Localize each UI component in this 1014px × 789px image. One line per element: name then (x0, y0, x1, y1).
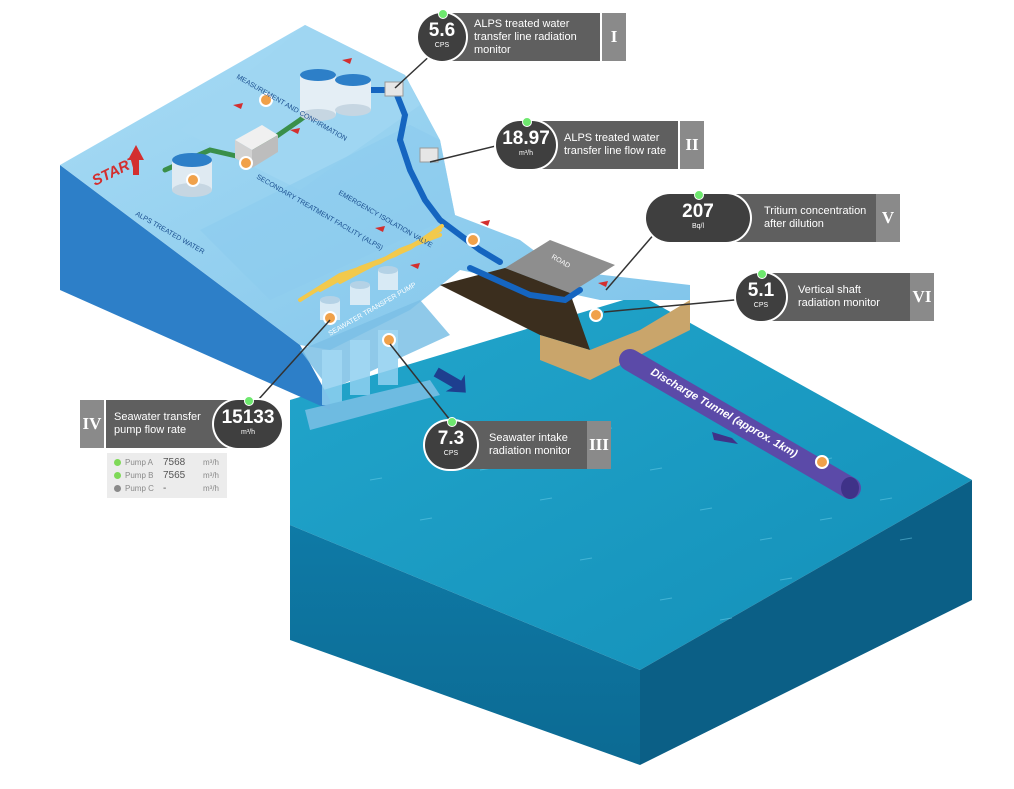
pump-status-dot (114, 458, 121, 466)
monitor-unit: Bq/l (691, 223, 705, 230)
intake-arrow (433, 367, 466, 393)
pump-unit: m³/h (203, 470, 219, 480)
monitor-value-badge: 15133 m³/h (214, 396, 282, 448)
land-mid-terrace (200, 125, 455, 300)
pump-status-dot (114, 484, 121, 492)
road-bank-sand (540, 300, 690, 380)
sensor-marker (382, 333, 396, 347)
sensor-marker (815, 455, 829, 469)
callout-id: IV (80, 400, 104, 448)
pump-unit: m³/h (203, 457, 219, 467)
callout-id: VI (910, 273, 934, 321)
status-dot (522, 117, 532, 127)
monitor-value-badge: 5.6 CPS (418, 9, 466, 61)
monitor-value-badge: 207 Bq/l (646, 190, 750, 242)
flow-arrows (233, 58, 608, 287)
status-dot (757, 269, 767, 279)
measurement-tanks (300, 69, 371, 121)
sea-ripples (369, 427, 913, 621)
monitor-value: 5.6 (428, 20, 456, 41)
callout-id: II (680, 121, 704, 169)
monitor-value: 18.97 (502, 128, 550, 149)
start-arrow (128, 145, 144, 175)
road-surface (505, 240, 615, 293)
monitor-unit: CPS (434, 42, 450, 49)
sensor-marker (259, 93, 273, 107)
pump-value: - (163, 482, 167, 494)
monitor-value: 15133 (221, 407, 275, 428)
status-dot (447, 417, 457, 427)
sensor-marker (239, 156, 253, 170)
pump-value: 7565 (163, 469, 186, 481)
pump-name: Pump B (125, 470, 154, 480)
monitor-value: 207 (682, 201, 714, 222)
pump-row: Pump B 7565 m³/h (107, 469, 227, 481)
sensor-markers (186, 93, 829, 469)
monitor-value: 5.1 (747, 280, 775, 301)
monitor-value-badge: 18.97 m³/h (496, 117, 556, 169)
monitor-value-badge: 7.3 CPS (425, 417, 477, 469)
pump-row: Pump A 7568 m³/h (107, 456, 227, 468)
monitor-unit: CPS (443, 450, 459, 457)
status-dot (438, 9, 448, 19)
callout-id: V (876, 194, 900, 242)
callout-id: III (587, 421, 611, 469)
pump-value: 7568 (163, 456, 186, 468)
sea-front-left (290, 525, 640, 765)
sensor-marker (323, 311, 337, 325)
sea-front-right (640, 480, 972, 765)
pump-status-dot (114, 471, 121, 479)
pump-unit: m³/h (203, 483, 219, 493)
monitor-unit: m³/h (519, 150, 533, 157)
callout-bar (440, 13, 600, 61)
monitor-unit: m³/h (241, 429, 255, 436)
status-dot (244, 396, 254, 406)
discharge-tunnel (619, 349, 861, 499)
monitor-value-badge: 5.1 CPS (736, 269, 786, 321)
pump-name: Pump A (125, 457, 154, 467)
intake-structure (300, 300, 450, 430)
outflow-arrow (712, 432, 738, 444)
tanks (172, 69, 439, 320)
pump-name: Pump C (125, 483, 154, 493)
land-front-side (60, 165, 330, 410)
road-bank (440, 268, 590, 350)
callout-id: I (602, 13, 626, 61)
sensor-marker (186, 173, 200, 187)
sensor-marker (466, 233, 480, 247)
road (440, 240, 690, 380)
pump-row: Pump C - m³/h (107, 482, 227, 494)
status-dot (694, 190, 704, 200)
pump-status-table: Pump A 7568 m³/h Pump B 7565 m³/h Pump C… (107, 453, 227, 498)
blue-pipe-to-shaft (467, 265, 583, 304)
monitor-unit: CPS (753, 302, 769, 309)
sensor-marker (589, 308, 603, 322)
monitor-value: 7.3 (437, 428, 465, 449)
